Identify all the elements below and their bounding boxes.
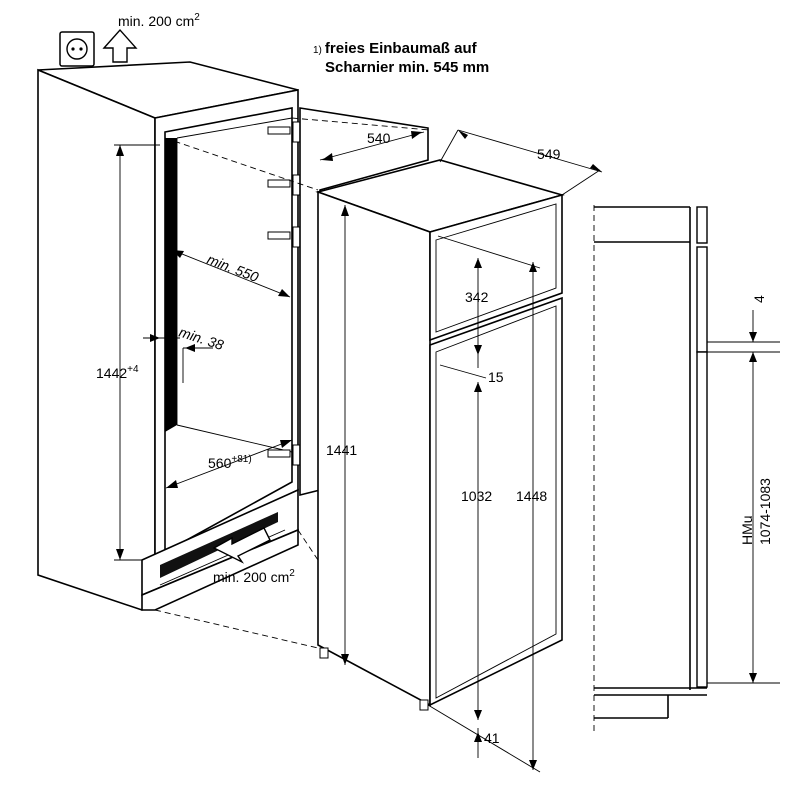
projection-lines bbox=[154, 117, 431, 649]
installation-note-line2: Scharnier min. 545 mm bbox=[325, 59, 489, 76]
door-gap-label: 15 bbox=[488, 369, 504, 385]
airflow-arrow-icon bbox=[102, 28, 138, 63]
appliance-dimensions: 540 549 1441 342 15 1032 1448 bbox=[319, 129, 603, 773]
vent-bottom-label: min. 200 cm2 bbox=[213, 568, 295, 585]
side-view: 4 HMu 1074-1083 bbox=[593, 205, 780, 735]
appliance-depth-label: 549 bbox=[537, 146, 561, 162]
power-socket-icon bbox=[59, 31, 95, 67]
hmu-label: HMu bbox=[739, 515, 755, 545]
freezer-door-label: 342 bbox=[465, 289, 489, 305]
niche-height-label: 1442+4 bbox=[96, 364, 139, 381]
bottom-offset-label: 41 bbox=[484, 730, 500, 746]
vent-top-label: min. 200 cm2 bbox=[118, 12, 200, 29]
appliance-body bbox=[315, 159, 565, 711]
niche-cabinet bbox=[37, 61, 299, 611]
hmu-range-label: 1074-1083 bbox=[757, 478, 773, 545]
installation-note-line1: 1)freies Einbaumaß auf bbox=[313, 40, 478, 57]
fridge-door-label: 1032 bbox=[461, 488, 492, 504]
appliance-body-height-label: 1441 bbox=[326, 442, 357, 458]
airflow-arrow-bottom-icon bbox=[212, 527, 271, 564]
niche-door bbox=[299, 107, 429, 497]
total-height-label: 1448 bbox=[516, 488, 547, 504]
hinges bbox=[267, 121, 302, 466]
top-gap-label: 4 bbox=[751, 295, 767, 303]
appliance-width-label: 540 bbox=[367, 130, 391, 146]
niche-width-label: 560+81) bbox=[208, 454, 252, 471]
